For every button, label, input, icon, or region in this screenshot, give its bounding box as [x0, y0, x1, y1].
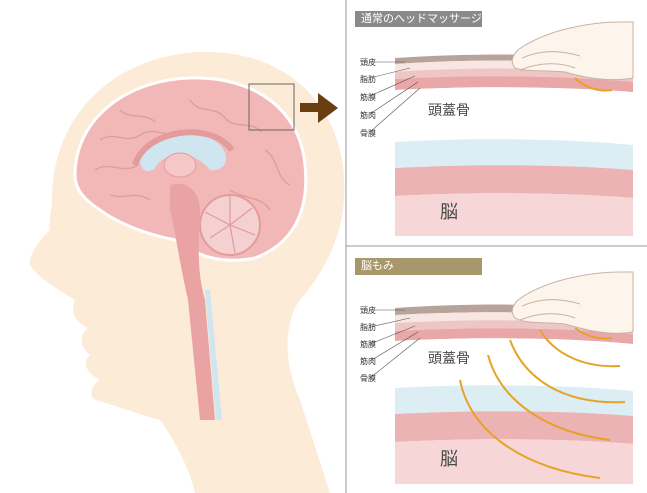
corpus-callosum: [132, 129, 235, 167]
bottom-layer-periosteum: 骨膜: [360, 374, 376, 383]
top-layer-fascia: 筋膜: [360, 93, 376, 102]
top-skull-label: 頭蓋骨: [428, 103, 470, 119]
top-layer-leaders: [369, 61, 421, 133]
ventricle: [139, 132, 227, 172]
bottom-pressure-waves: [459, 327, 626, 479]
bottom-panel-title: 脳もみ: [355, 258, 482, 275]
top-pressure-wave: [574, 77, 613, 92]
top-layer-scalp: 頭皮: [360, 58, 376, 67]
zoom-box: [248, 83, 295, 131]
bottom-layer-fascia: 筋膜: [360, 340, 376, 349]
zoom-arrow-icon: [300, 93, 338, 123]
bottom-layer-leaders: [369, 309, 421, 379]
head-illustration: [29, 51, 345, 493]
top-layer-fat: 脂肪: [360, 75, 376, 84]
brainstem-spinal-cord: [170, 183, 215, 420]
bottom-brain-label: 脳: [440, 449, 458, 470]
top-panel-cross-section: [369, 21, 634, 236]
top-layer-periosteum: 骨膜: [360, 129, 376, 138]
bottom-skull-label: 頭蓋骨: [428, 351, 470, 367]
top-layer-muscle: 筋肉: [360, 111, 376, 120]
thalamus: [163, 152, 197, 178]
top-panel-title: 通常のヘッドマッサージ: [355, 11, 482, 27]
bottom-panel-cross-section: [369, 271, 634, 484]
bottom-hand: [511, 271, 634, 334]
bottom-layer-muscle: 筋肉: [360, 357, 376, 366]
top-brain-label: 脳: [440, 202, 458, 223]
spinal-canal: [205, 290, 222, 420]
top-hand: [511, 21, 634, 81]
bottom-layer-fat: 脂肪: [360, 323, 376, 332]
bottom-layer-scalp: 頭皮: [360, 306, 376, 315]
cerebellum: [199, 194, 261, 256]
